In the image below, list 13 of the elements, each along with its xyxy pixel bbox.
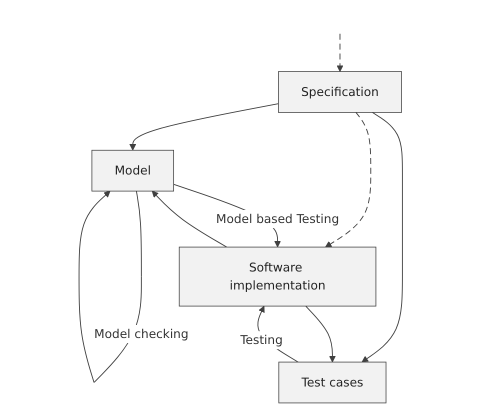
arrow: [152, 190, 228, 248]
arrow: [130, 103, 280, 151]
arrow: [306, 306, 336, 362]
node-box: Specification: [278, 71, 402, 113]
arrow: [325, 112, 372, 248]
node-box: Test cases: [278, 362, 387, 404]
edge-label: Testing: [240, 332, 284, 348]
node-box: Software implementation: [179, 246, 377, 306]
node-box: Model: [92, 150, 174, 192]
arrow: [362, 112, 404, 362]
arrow: [336, 33, 344, 72]
edge-label: Model checking: [94, 326, 189, 341]
edge-label: Model based Testing: [216, 212, 340, 226]
